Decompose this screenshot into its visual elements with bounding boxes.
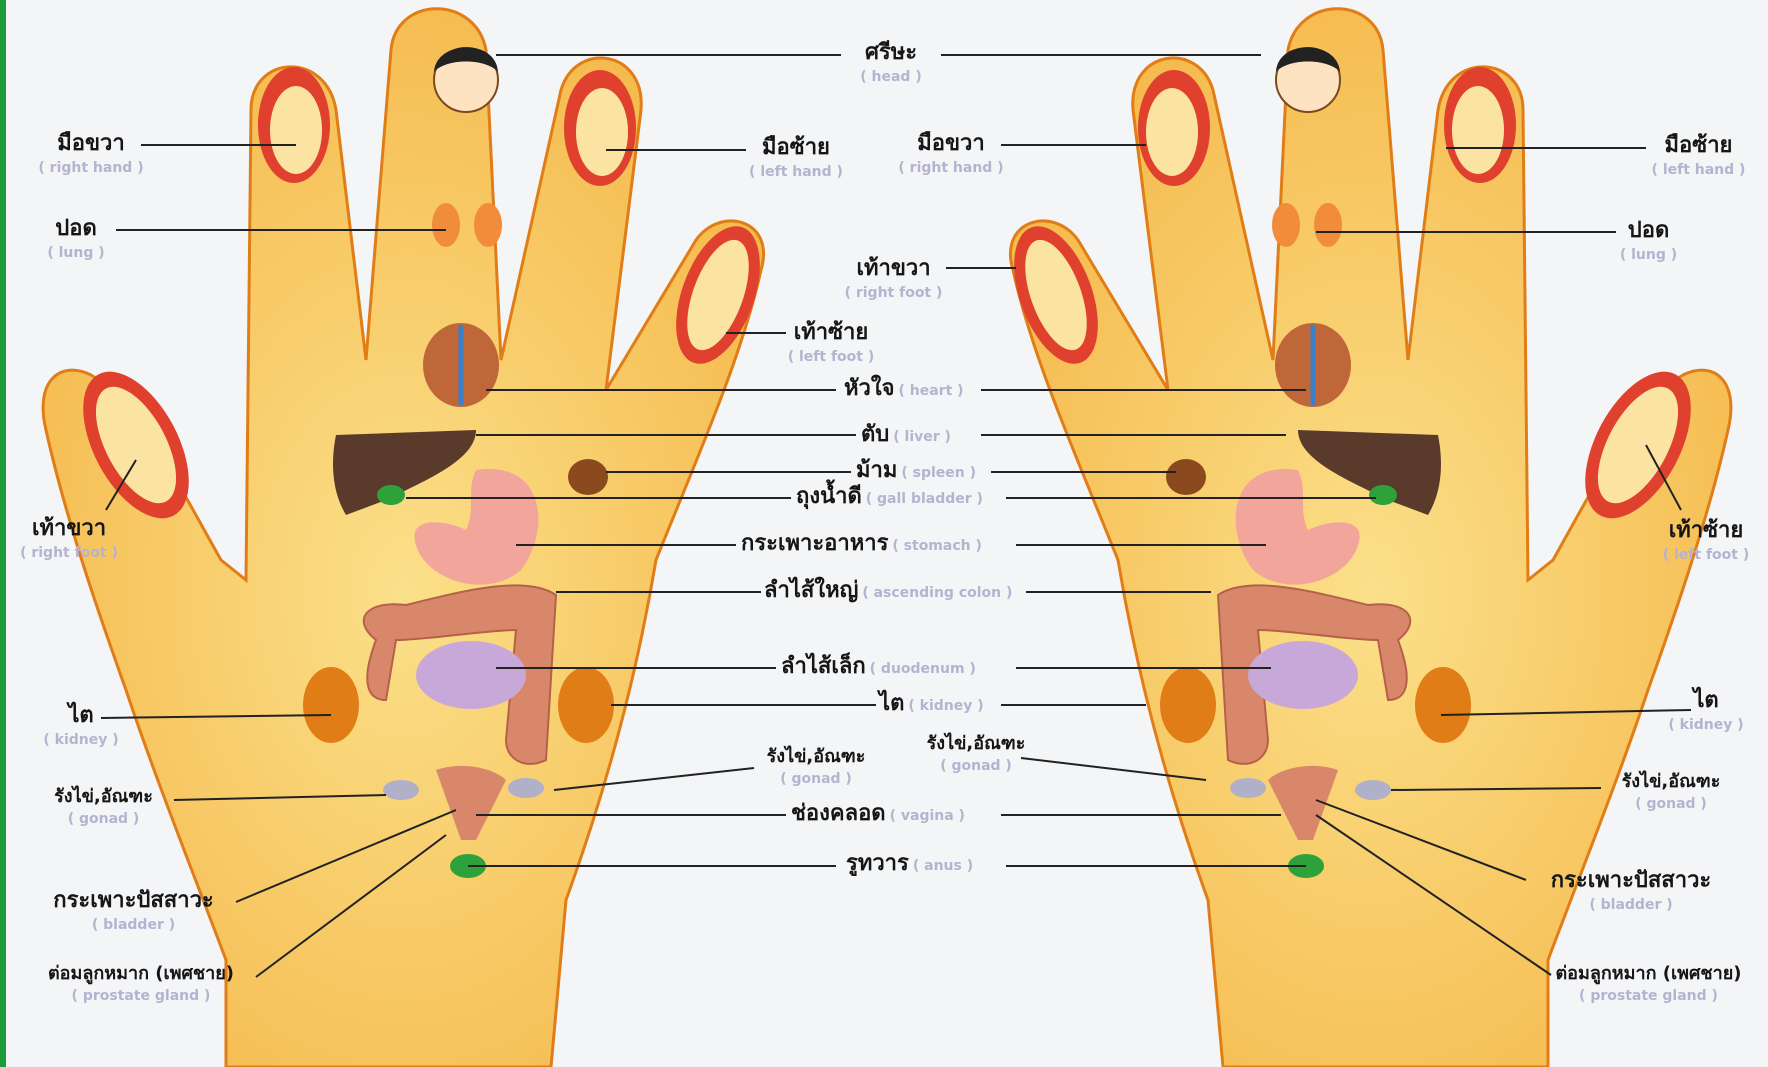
right-label-kidney-th: ไต [1661,690,1751,712]
label-spleen-en: ( spleen ) [901,465,976,481]
label-gall-bladder-th: ถุงน้ำดี [796,484,862,509]
right-label-right-hand-th: มือขวา [896,133,1006,155]
left-label-kidney-en: ( kidney ) [36,733,126,747]
left-label-kidney-th: ไต [36,705,126,727]
left-label-gonad-outer-en: ( gonad ) [31,812,176,826]
label-duodenum: ลำไส้เล็ก( duodenum ) [781,656,976,678]
label-spleen: ม้าม( spleen ) [856,460,976,482]
left-label-left-foot-en: ( left foot ) [781,350,881,364]
left-label-left-hand: มือซ้าย ( left hand ) [741,137,851,179]
left-label-left-hand-en: ( left hand ) [741,165,851,179]
label-kidney-center-en: ( kidney ) [908,698,983,714]
left-label-right-hand: มือขวา ( right hand ) [36,133,146,175]
right-label-left-hand-th: มือซ้าย [1641,135,1756,157]
left-label-bladder-en: ( bladder ) [31,918,236,932]
right-label-prostate-th: ต่อมลูกหมาก (เพศชาย) [1536,965,1761,983]
left-label-prostate: ต่อมลูกหมาก (เพศชาย) ( prostate gland ) [26,965,256,1003]
left-label-right-foot: เท้าขวา ( right foot ) [14,518,124,560]
right-label-prostate: ต่อมลูกหมาก (เพศชาย) ( prostate gland ) [1536,965,1761,1003]
left-label-right-foot-en: ( right foot ) [14,546,124,560]
label-vagina: ช่องคลอด( vagina ) [791,803,965,825]
right-label-gonad-outer-th: รังไข่,อัณฑะ [1601,773,1741,791]
left-label-kidney: ไต ( kidney ) [36,705,126,747]
left-label-right-foot-th: เท้าขวา [14,518,124,540]
left-label-bladder: กระเพาะปัสสาวะ ( bladder ) [31,890,236,932]
left-label-lung-th: ปอด [36,218,116,240]
label-ascending-colon: ลำไส้ใหญ่( ascending colon ) [764,580,1012,602]
label-head: ศรีษะ ( head ) [836,42,946,84]
right-label-right-hand-en: ( right hand ) [896,161,1006,175]
label-colon-en: ( ascending colon ) [862,585,1012,601]
right-label-kidney: ไต ( kidney ) [1661,690,1751,732]
right-label-gonad-inner-en: ( gonad ) [911,759,1041,773]
label-kidney-center: ไต( kidney ) [879,693,984,715]
left-label-left-foot: เท้าซ้าย ( left foot ) [781,322,881,364]
label-heart: หัวใจ( heart ) [844,378,964,400]
label-spleen-th: ม้าม [856,458,897,483]
left-label-bladder-th: กระเพาะปัสสาวะ [31,890,236,912]
label-stomach: กระเพาะอาหาร( stomach ) [741,533,982,555]
label-gall-bladder: ถุงน้ำดี( gall bladder ) [796,486,983,508]
right-label-left-hand: มือซ้าย ( left hand ) [1641,135,1756,177]
reflexology-poster: ศรีษะ ( head ) หัวใจ( heart ) ตับ( liver… [6,0,1768,1067]
label-stomach-th: กระเพาะอาหาร [741,531,888,556]
left-label-lung: ปอด ( lung ) [36,218,116,260]
right-label-bladder-en: ( bladder ) [1526,898,1736,912]
label-kidney-center-th: ไต [879,691,904,716]
label-liver-th: ตับ [861,422,889,447]
right-label-lung-en: ( lung ) [1606,248,1691,262]
label-duodenum-th: ลำไส้เล็ก [781,654,866,679]
right-label-gonad-inner: รังไข่,อัณฑะ ( gonad ) [911,735,1041,773]
label-vagina-en: ( vagina ) [890,808,965,824]
label-anus-th: รูทวาร [846,851,909,876]
left-label-right-hand-th: มือขวา [36,133,146,155]
right-label-gonad-inner-th: รังไข่,อัณฑะ [911,735,1041,753]
left-label-prostate-en: ( prostate gland ) [26,989,256,1003]
left-label-prostate-th: ต่อมลูกหมาก (เพศชาย) [26,965,256,983]
right-label-lung-th: ปอด [1606,220,1691,242]
left-label-right-hand-en: ( right hand ) [36,161,146,175]
label-head-th: ศรีษะ [836,42,946,64]
right-label-left-foot: เท้าซ้าย ( left foot ) [1651,520,1761,562]
label-heart-en: ( heart ) [899,383,964,399]
label-head-en: ( head ) [836,70,946,84]
label-stomach-en: ( stomach ) [892,538,982,554]
right-label-right-hand: มือขวา ( right hand ) [896,133,1006,175]
left-label-gonad-inner-en: ( gonad ) [751,772,881,786]
right-label-gonad-outer-en: ( gonad ) [1601,797,1741,811]
right-label-bladder: กระเพาะปัสสาวะ ( bladder ) [1526,870,1736,912]
left-label-gonad-inner: รังไข่,อัณฑะ ( gonad ) [751,748,881,786]
right-label-lung: ปอด ( lung ) [1606,220,1691,262]
label-liver: ตับ( liver ) [861,424,951,446]
label-anus-en: ( anus ) [913,858,973,874]
label-heart-th: หัวใจ [844,376,895,401]
right-label-prostate-en: ( prostate gland ) [1536,989,1761,1003]
label-colon-th: ลำไส้ใหญ่ [764,578,858,603]
right-label-left-foot-th: เท้าซ้าย [1651,520,1761,542]
label-gall-bladder-en: ( gall bladder ) [866,491,983,507]
label-duodenum-en: ( duodenum ) [870,661,976,677]
right-label-bladder-th: กระเพาะปัสสาวะ [1526,870,1736,892]
right-label-left-foot-en: ( left foot ) [1651,548,1761,562]
right-label-left-hand-en: ( left hand ) [1641,163,1756,177]
right-label-kidney-en: ( kidney ) [1661,718,1751,732]
left-label-gonad-outer-th: รังไข่,อัณฑะ [31,788,176,806]
left-label-gonad-outer: รังไข่,อัณฑะ ( gonad ) [31,788,176,826]
right-label-gonad-outer: รังไข่,อัณฑะ ( gonad ) [1601,773,1741,811]
left-label-lung-en: ( lung ) [36,246,116,260]
right-label-right-foot: เท้าขวา ( right foot ) [841,258,946,300]
left-label-gonad-inner-th: รังไข่,อัณฑะ [751,748,881,766]
left-label-left-hand-th: มือซ้าย [741,137,851,159]
label-vagina-th: ช่องคลอด [791,801,886,826]
left-label-left-foot-th: เท้าซ้าย [781,322,881,344]
label-anus: รูทวาร( anus ) [846,853,973,875]
right-label-right-foot-th: เท้าขวา [841,258,946,280]
label-liver-en: ( liver ) [893,429,951,445]
right-label-right-foot-en: ( right foot ) [841,286,946,300]
